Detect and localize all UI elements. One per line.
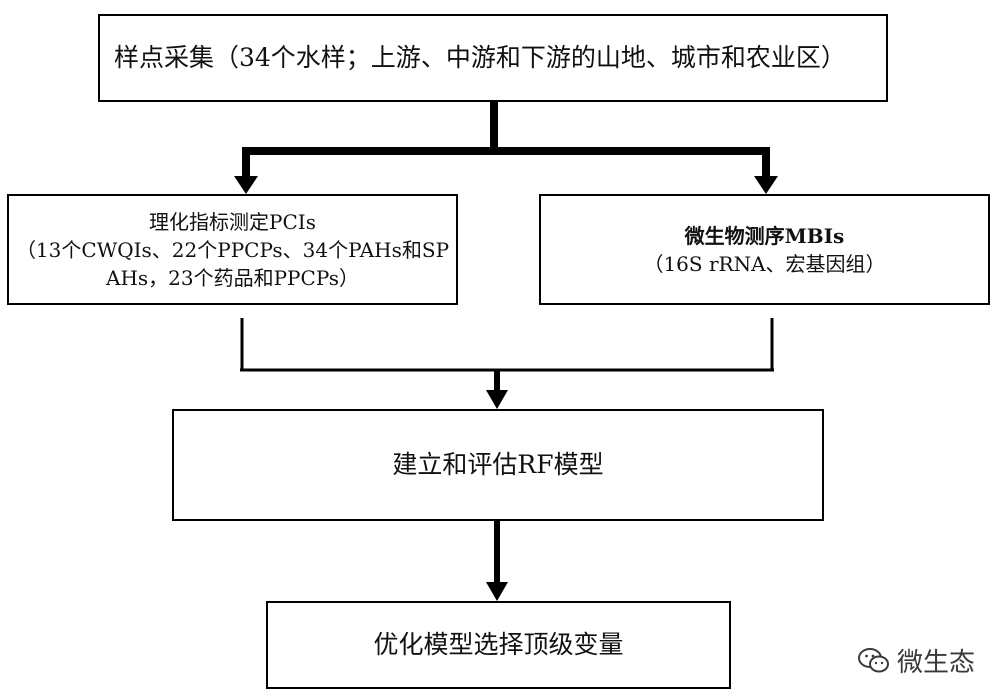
microbial-sequencing-box: 微生物测序MBIs （16S rRNA、宏基因组） <box>539 194 990 305</box>
sample-collection-text: 样点采集（34个水样；上游、中游和下游的山地、城市和农业区） <box>114 43 846 72</box>
arrow-to-optimize <box>486 582 508 601</box>
arrow-to-pci <box>234 176 258 194</box>
pci-detail-line-2: AHs，23个药品和PPCPs） <box>106 265 359 290</box>
watermark: 微生态 <box>857 642 975 679</box>
rf-model-text: 建立和评估RF模型 <box>392 450 604 479</box>
physicochemical-indicators-box: 理化指标测定PCIs （13个CWQIs、22个PPCPs、34个PAHs和SP… <box>7 194 458 305</box>
wechat-icon <box>857 647 889 672</box>
optimize-model-box: 优化模型选择顶级变量 <box>266 601 731 689</box>
mbi-title: 微生物测序MBIs <box>684 223 845 248</box>
rf-model-box: 建立和评估RF模型 <box>172 409 824 521</box>
arrow-to-mbi <box>754 176 778 194</box>
watermark-text: 微生态 <box>896 648 975 678</box>
optimize-model-text: 优化模型选择顶级变量 <box>373 630 624 659</box>
pci-detail-line-1: （13个CWQIs、22个PPCPs、34个PAHs和SP <box>15 237 450 262</box>
mbi-detail-line-1: （16S rRNA、宏基因组） <box>643 251 886 276</box>
sample-collection-box: 样点采集（34个水样；上游、中游和下游的山地、城市和农业区） <box>98 14 888 102</box>
pci-title: 理化指标测定PCIs <box>149 209 316 234</box>
arrow-to-rf <box>486 390 508 409</box>
